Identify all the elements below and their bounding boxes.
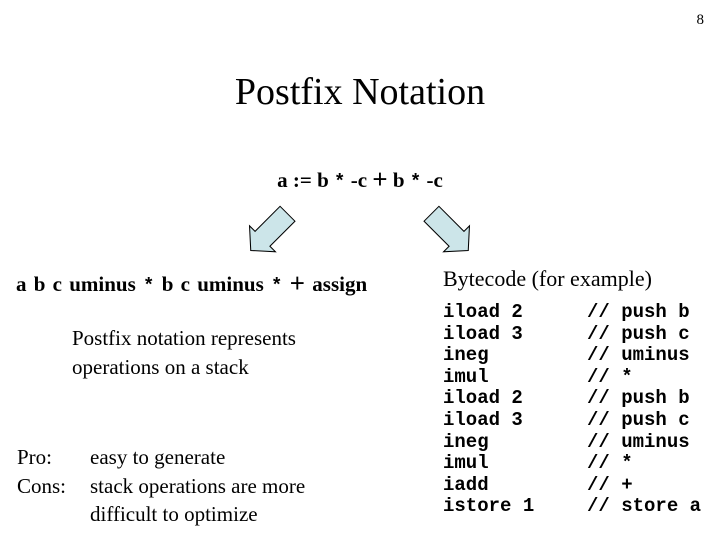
- page-number: 8: [696, 12, 705, 28]
- down-left-arrow-icon: [242, 204, 298, 262]
- expression-token: assign: [305, 272, 368, 296]
- bytecode-comment: // push b: [587, 301, 690, 323]
- expression-token: a b c uminus: [16, 272, 144, 296]
- bytecode-comment: // +: [587, 473, 633, 496]
- pro-text: easy to generate: [90, 445, 226, 469]
- expression-token: +: [372, 164, 388, 194]
- bytecode-line: iload 2 // push b: [443, 301, 701, 324]
- bytecode-instruction: iload 2: [443, 387, 523, 410]
- bytecode-line: iload 2 // push b: [443, 388, 701, 410]
- bytecode-comment: // uminus: [587, 430, 690, 453]
- expression-token: *: [271, 275, 283, 297]
- bytecode-comment: // push c: [587, 322, 690, 345]
- cons-label: Cons:: [17, 473, 67, 498]
- bytecode-comment: // push b: [587, 387, 690, 410]
- bytecode-instruction: imul: [443, 365, 489, 388]
- expression-token: -c: [421, 168, 443, 192]
- expression-token: *: [334, 171, 346, 193]
- page-title: Postfix Notation: [234, 71, 486, 113]
- bytecode-comment: // *: [587, 365, 633, 388]
- stack-note-line: Postfix notation represents: [72, 326, 296, 350]
- expression-token: a := b: [277, 168, 335, 192]
- bytecode-heading: Bytecode (for example): [443, 266, 652, 291]
- pro-label: Pro:: [17, 445, 53, 469]
- bytecode-comment: // *: [587, 452, 633, 475]
- down-right-arrow-icon: [421, 204, 477, 262]
- bytecode-comment: // store a: [587, 495, 702, 518]
- bytecode-line: istore 1 // store a: [443, 496, 701, 518]
- bytecode-line: imul // *: [443, 365, 701, 389]
- cons-text-wrap: difficult to optimize: [90, 502, 258, 526]
- expression-token: *: [143, 275, 155, 297]
- pros-cons: Pro: easy to generate Cons: stack operat…: [17, 443, 305, 529]
- bytecode-instruction: iload 2: [443, 301, 523, 323]
- expression-token: -c: [345, 168, 373, 192]
- expression-token: b c uminus: [154, 272, 271, 296]
- bytecode-line: imul // *: [443, 453, 701, 475]
- bytecode-line: ineg // uminus: [443, 430, 701, 454]
- bytecode-instruction: imul: [443, 452, 489, 475]
- bytecode-instruction: iload 3: [443, 322, 523, 345]
- down-right-arrow-shape: [423, 205, 471, 253]
- expression-token: b: [387, 168, 410, 192]
- bytecode-line: iload 3 // push c: [443, 408, 701, 432]
- bytecode-instruction: ineg: [443, 430, 489, 453]
- cons-text: stack operations are more: [90, 473, 306, 498]
- stack-note-line: operations on a stack: [72, 354, 249, 379]
- cons-label-spacer: [17, 500, 90, 529]
- infix-expression: a := b * -c + b * -c: [0, 164, 720, 194]
- bytecode-comment: // uminus: [587, 344, 690, 367]
- bytecode-line: iadd // +: [443, 473, 701, 497]
- bytecode-listing: iload 2 // push b iload 3 // push c ineg…: [443, 301, 701, 518]
- bytecode-line: iload 3 // push c: [443, 322, 701, 346]
- bytecode-comment: // push c: [587, 408, 690, 431]
- expression-token: [282, 272, 289, 296]
- expression-token: +: [289, 268, 306, 298]
- stack-note: Postfix notation represents operations o…: [72, 324, 296, 381]
- bytecode-line: ineg // uminus: [443, 345, 701, 367]
- postfix-expression: a b c uminus * b c uminus * + assign: [16, 268, 368, 298]
- bytecode-instruction: istore 1: [443, 495, 535, 518]
- bytecode-instruction: iload 3: [443, 408, 523, 431]
- down-left-arrow-shape: [248, 205, 296, 253]
- expression-token: *: [409, 171, 422, 193]
- bytecode-instruction: iadd: [443, 473, 489, 496]
- bytecode-instruction: ineg: [443, 344, 489, 367]
